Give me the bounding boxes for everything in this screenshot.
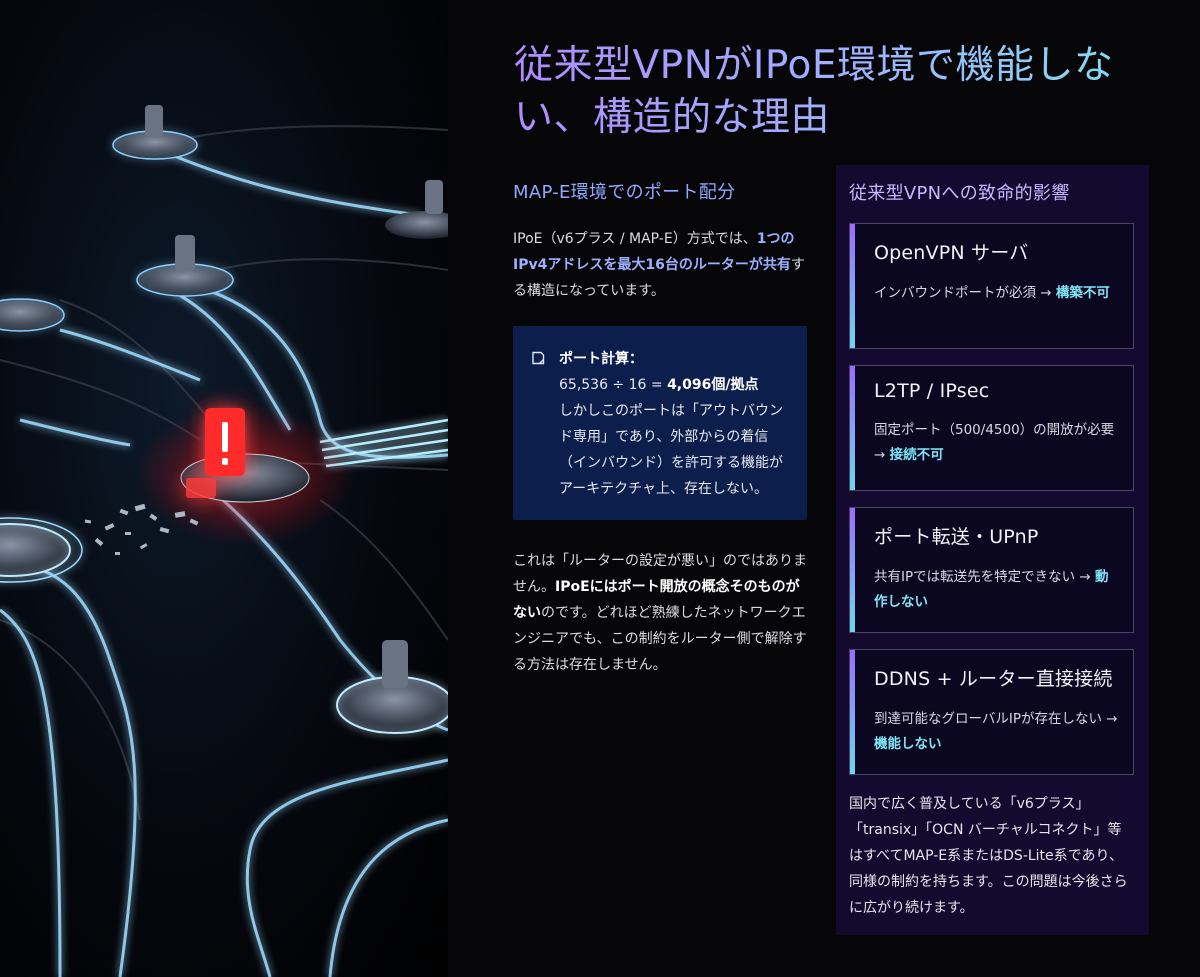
port-calculation-box: ポート計算： 65,536 ÷ 16 = 4,096個/拠点 しかしこのポートは…	[513, 326, 807, 520]
card-desc: 共有IPでは転送先を特定できない → 動作しない	[874, 565, 1119, 615]
card-title: DDNS + ルーター直接接続	[874, 668, 1113, 690]
impact-card-ddns: DDNS + ルーター直接接続 到達可能なグローバルIPが存在しない → 機能し…	[849, 649, 1134, 775]
card-desc-text: インバウンドポートが必須 →	[874, 285, 1056, 301]
calc-body: ポート計算： 65,536 ÷ 16 = 4,096個/拠点 しかしこのポートは…	[559, 346, 785, 502]
page-title: 従来型VPNがIPoE環境で機能しない、構造的な理由	[514, 40, 1154, 144]
calc-label: ポート計算：	[559, 351, 643, 367]
card-desc: 到達可能なグローバルIPが存在しない → 機能しない	[874, 707, 1119, 757]
section-heading: MAP-E環境でのポート配分	[513, 182, 736, 203]
intro-text-end: する構造になっています。	[513, 257, 805, 299]
vpn-impact-box: 従来型VPNへの致命的影響 OpenVPN サーバ インバウンドポートが必須 →…	[836, 165, 1149, 935]
card-desc: インバウンドポートが必須 → 構築不可	[874, 281, 1119, 306]
intro-text: IPoE（v6プラス / MAP-E）方式では、	[513, 231, 757, 247]
impact-card-port-forward: ポート転送・UPnP 共有IPでは転送先を特定できない → 動作しない	[849, 507, 1134, 633]
impact-heading: 従来型VPNへの致命的影響	[849, 183, 1070, 204]
impact-card-l2tp: L2TP / IPsec 固定ポート（500/4500）の開放が必要 → 接続不…	[849, 365, 1134, 491]
card-result: 動作しない	[874, 569, 1109, 610]
card-title: ポート転送・UPnP	[874, 526, 1039, 548]
card-title: L2TP / IPsec	[874, 380, 990, 402]
card-result: 接続不可	[889, 447, 944, 463]
outro-highlight: IPoEにはポート開放の概念そのものがない	[513, 579, 800, 621]
outro-text: これは「ルーターの設定が悪い」のではありません。	[513, 553, 807, 595]
card-result: 機能しない	[874, 736, 942, 752]
content-panel: 従来型VPNがIPoE環境で機能しない、構造的な理由 MAP-E環境でのポート配…	[448, 0, 1200, 977]
outro-text-end: のです。どれほど熟練したネットワークエンジニアでも、この制約をルーター側で解除す…	[513, 605, 807, 673]
card-result: 構築不可	[1055, 285, 1110, 301]
intro-paragraph: IPoE（v6プラス / MAP-E）方式では、1つのIPv4アドレスを最大16…	[513, 226, 807, 304]
card-desc-text: 固定ポート（500/4500）の開放が必要 →	[874, 422, 1115, 463]
debris	[84, 503, 199, 555]
card-desc-text: 到達可能なグローバルIPが存在しない →	[874, 711, 1118, 727]
calc-description: しかしこのポートは「アウトバウンド専用」であり、外部からの着信（インバウンド）を…	[559, 403, 783, 497]
impact-note: 国内で広く普及している「v6プラス」「transix」「OCN バーチャルコネク…	[849, 796, 1128, 916]
map-e-section: MAP-E環境でのポート配分 IPoE（v6プラス / MAP-E）方式では、1…	[513, 178, 807, 678]
node-discs	[0, 105, 448, 734]
calc-result: 4,096個/拠点	[667, 377, 759, 393]
calc-formula: 65,536 ÷ 16 = 4,096個/拠点	[559, 372, 785, 398]
alert-icon	[205, 408, 245, 476]
note-icon	[532, 351, 545, 365]
card-desc-text: 共有IPでは転送先を特定できない →	[874, 569, 1096, 585]
impact-card-openvpn: OpenVPN サーバ インバウンドポートが必須 → 構築不可	[849, 223, 1134, 349]
network-illustration	[0, 0, 448, 977]
outro-paragraph: これは「ルーターの設定が悪い」のではありません。IPoEにはポート開放の概念その…	[513, 548, 807, 678]
calc-formula-text: 65,536 ÷ 16 =	[559, 377, 668, 393]
card-title: OpenVPN サーバ	[874, 242, 1029, 264]
intro-highlight: 1つのIPv4アドレスを最大16台のルーターが共有	[513, 231, 795, 273]
card-desc: 固定ポート（500/4500）の開放が必要 → 接続不可	[874, 418, 1119, 468]
network-graphic	[0, 105, 448, 977]
